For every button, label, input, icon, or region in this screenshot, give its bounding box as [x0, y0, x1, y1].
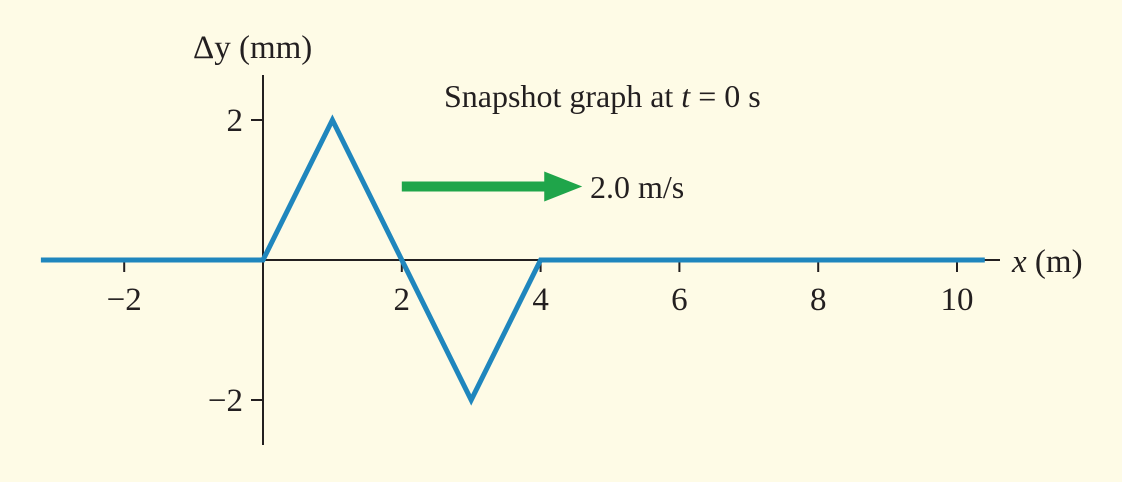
x-tick-label: 6	[671, 282, 688, 318]
x-tick-label: 4	[532, 282, 549, 318]
y-tick-label: 2	[227, 103, 244, 139]
x-tick-label: 10	[941, 282, 974, 318]
x-axis-label: x (m)	[1011, 244, 1083, 280]
y-axis-label: Δy (mm)	[193, 30, 312, 66]
velocity-arrow	[401, 171, 583, 202]
wave-line	[40, 114, 985, 406]
annotation	[401, 171, 583, 202]
x-tick-label: −2	[107, 282, 142, 318]
chart-title: Snapshot graph at t = 0 s	[444, 78, 761, 114]
ticks: −2 2 4 6 8 10 2 −2	[107, 103, 974, 419]
series	[40, 114, 985, 406]
x-tick-label: 8	[810, 282, 827, 318]
speed-label: 2.0 m/s	[590, 169, 684, 205]
y-tick-label: −2	[208, 383, 243, 419]
x-tick-label: 2	[394, 282, 411, 318]
